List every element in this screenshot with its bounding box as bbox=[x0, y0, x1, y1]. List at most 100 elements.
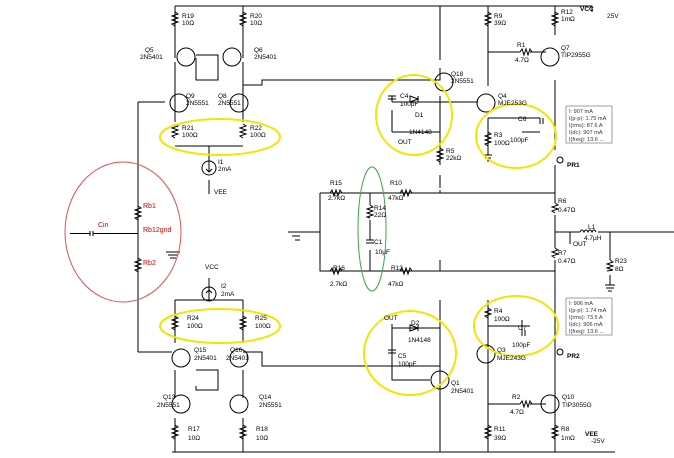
r18-ref: R18 bbox=[256, 426, 268, 433]
pr2-line: I(dc): 906 mA bbox=[569, 322, 603, 328]
pr1-line: I(p-p): 1.75 mA bbox=[569, 116, 607, 122]
r4-val: 100Ω bbox=[494, 316, 510, 323]
q10-val: TIP3055G bbox=[562, 402, 592, 409]
r25-ref: R25 bbox=[255, 315, 267, 322]
i1-ref: I1 bbox=[218, 159, 224, 166]
r9-val: 39Ω bbox=[494, 20, 506, 27]
pr2-line: I(rms): 73.5 A bbox=[569, 315, 603, 321]
r20-ref: R20 bbox=[250, 13, 262, 20]
current-source-i2-icon bbox=[201, 286, 217, 302]
r10-ref: R10 bbox=[390, 180, 402, 187]
c7-ref: C7 bbox=[518, 325, 527, 332]
q16-val: 2N5401 bbox=[226, 355, 249, 362]
q9-ref: Q9 bbox=[186, 93, 195, 100]
vcc-top-label: VCC bbox=[580, 6, 594, 13]
vcc-mid-label: VCC bbox=[205, 264, 219, 271]
r6-val: 0.47Ω bbox=[558, 207, 576, 214]
r4-ref: R4 bbox=[494, 308, 503, 315]
q7-val: TIP2955G bbox=[561, 52, 591, 59]
r1-val: 4.7Ω bbox=[515, 57, 529, 64]
r24-val: 100Ω bbox=[187, 323, 203, 330]
r9-ref: R9 bbox=[494, 13, 503, 20]
r8-val: 1mΩ bbox=[561, 435, 575, 442]
pr1-line: I(rms): 87.6 A bbox=[569, 123, 603, 129]
r11-val: 39Ω bbox=[494, 435, 506, 442]
pr1-line: I: 907 mA bbox=[569, 109, 593, 115]
out-l1-label: OUT bbox=[573, 241, 587, 248]
pr2-line: I: 906 mA bbox=[569, 301, 593, 307]
r5-val: 22kΩ bbox=[446, 155, 461, 162]
r10-val: 47kΩ bbox=[388, 195, 403, 202]
ground-icon bbox=[288, 231, 300, 241]
c7-val: 100pF bbox=[512, 342, 530, 349]
r13-val: 47kΩ bbox=[388, 281, 403, 288]
rb2-label: Rb2 bbox=[143, 260, 156, 267]
r16-val: 2.7kΩ bbox=[330, 281, 347, 288]
r5-ref: R5 bbox=[446, 148, 455, 155]
highlight-r21-r22 bbox=[159, 118, 281, 156]
r23-val: 8Ω bbox=[615, 266, 624, 273]
r18-val: 10Ω bbox=[256, 435, 268, 442]
highlight-input-bias bbox=[64, 161, 182, 303]
r19-ref: R19 bbox=[182, 13, 194, 20]
q18-val: 2N5551 bbox=[451, 78, 474, 85]
r21-val: 100Ω bbox=[182, 132, 198, 139]
cin-label: Cin bbox=[98, 222, 109, 229]
q10-ref: Q10 bbox=[562, 394, 575, 401]
q13-ref: Q13 bbox=[163, 394, 176, 401]
rb12gnd-label: Rb12gnd bbox=[143, 227, 172, 234]
r17-val: 10Ω bbox=[188, 435, 200, 442]
q7-ref: Q7 bbox=[561, 45, 570, 52]
out-c5-label: OUT bbox=[384, 315, 398, 322]
q18-ref: Q18 bbox=[451, 71, 464, 78]
q4-val: MJE253G bbox=[498, 100, 527, 107]
c1-ref: C1 bbox=[374, 239, 383, 246]
l1-ref: L1 bbox=[588, 224, 596, 231]
probe-pr1-box bbox=[565, 105, 613, 144]
highlight-c5-d2 bbox=[363, 310, 457, 396]
r8-ref: R8 bbox=[561, 426, 570, 433]
q1-val: 2N5401 bbox=[451, 388, 474, 395]
highlight-r3-c6 bbox=[475, 103, 557, 169]
d1-ref: D1 bbox=[415, 112, 424, 119]
r21-ref: R21 bbox=[182, 125, 194, 132]
r3-ref: R3 bbox=[494, 132, 503, 139]
pr1-line: I(freq): 13.6 ... bbox=[569, 137, 605, 143]
q3-ref: Q3 bbox=[497, 347, 506, 354]
pr1-label: PR1 bbox=[567, 162, 580, 169]
vee-mid-label: VEE bbox=[214, 189, 228, 196]
pr2-line: I(freq): 13.6 ... bbox=[569, 329, 605, 335]
r22-val: 100Ω bbox=[250, 132, 266, 139]
q1-ref: Q1 bbox=[451, 380, 460, 387]
r14-val: 22Ω bbox=[374, 212, 386, 219]
resistor-symbols bbox=[133, 11, 615, 440]
highlight-c4-d1 bbox=[375, 74, 453, 156]
q14-ref: Q14 bbox=[259, 394, 272, 401]
q5-ref: Q5 bbox=[145, 47, 154, 54]
r17-ref: R17 bbox=[188, 426, 200, 433]
r24-ref: R24 bbox=[187, 315, 199, 322]
r14-ref: R14 bbox=[374, 205, 386, 212]
r25-val: 100Ω bbox=[255, 323, 271, 330]
r20-val: 10Ω bbox=[250, 20, 262, 27]
inductor-icon bbox=[579, 229, 597, 234]
c5-ref: C5 bbox=[398, 353, 407, 360]
r19-val: 10Ω bbox=[182, 20, 194, 27]
diode-d2-icon bbox=[409, 324, 420, 332]
r6-ref: R6 bbox=[558, 198, 567, 205]
c6-val: 100pF bbox=[510, 137, 528, 144]
out-c4-label: OUT bbox=[398, 139, 412, 146]
r3-val: 100Ω bbox=[494, 140, 510, 147]
i1-val: 2mA bbox=[218, 166, 232, 173]
highlight-r4-c7 bbox=[473, 295, 559, 357]
vee-bot-label: VEE bbox=[585, 431, 599, 438]
c1-val: 10µF bbox=[375, 249, 390, 256]
highlight-r24-r25 bbox=[159, 308, 281, 344]
pr2-label: PR2 bbox=[567, 353, 580, 360]
q13-val: 2N5551 bbox=[157, 402, 180, 409]
d2-ref: D2 bbox=[411, 320, 420, 327]
r16-ref: R16 bbox=[333, 265, 345, 272]
r13-ref: R13 bbox=[391, 265, 403, 272]
q4-ref: Q4 bbox=[498, 93, 507, 100]
c4-val: 100pF bbox=[400, 101, 418, 108]
